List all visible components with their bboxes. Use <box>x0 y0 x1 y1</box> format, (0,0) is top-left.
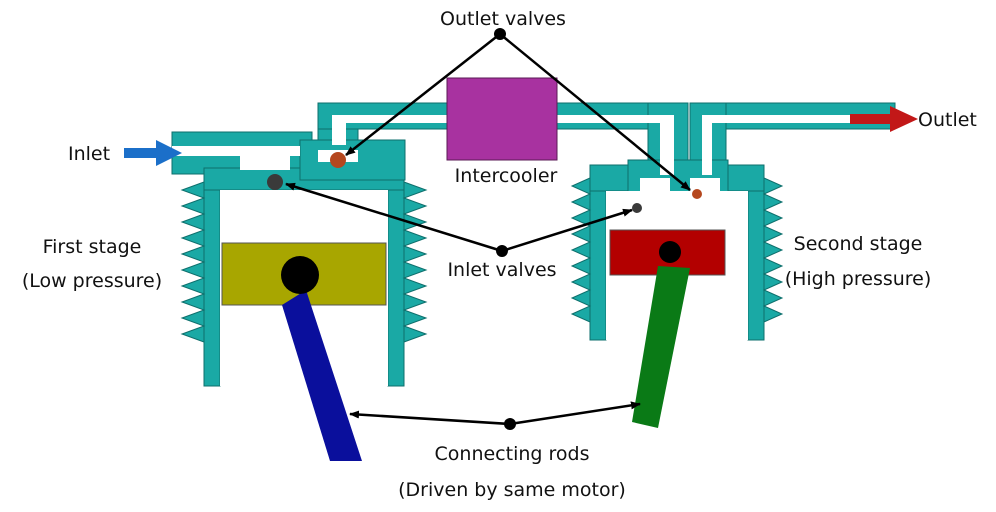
second-stage-sublabel: (High pressure) <box>785 268 932 290</box>
first-stage-connecting-rod <box>282 290 362 461</box>
second-stage-cooling-fins-left <box>570 177 592 323</box>
first-stage-inlet-valve <box>267 174 283 190</box>
first-stage-sublabel: (Low pressure) <box>22 270 162 292</box>
inlet-valves-pointer-left <box>285 182 503 253</box>
inlet-valves-pointer-origin <box>496 245 508 257</box>
second-stage-label: Second stage <box>794 233 923 255</box>
second-stage-wrist-pin <box>659 241 681 263</box>
outlet-arrow-icon <box>850 106 918 132</box>
second-stage-inlet-valve <box>632 203 642 213</box>
second-stage-outlet-valve <box>692 189 702 199</box>
inlet-valves-label: Inlet valves <box>447 259 556 281</box>
first-stage-wrist-pin <box>281 256 319 294</box>
outlet-valves-pointer-right <box>499 33 691 191</box>
second-stage-connecting-rod <box>632 266 690 428</box>
connecting-rods-pointer-left <box>349 410 511 426</box>
outlet-valves-label: Outlet valves <box>440 8 566 30</box>
outlet-label: Outlet <box>918 109 977 131</box>
intercooler-box <box>446 77 558 161</box>
connecting-rods-pointer-origin <box>504 418 516 430</box>
outlet-valves-pointer-origin <box>494 28 506 40</box>
inlet-valves-pointer-right <box>501 208 633 253</box>
intercooler-label: Intercooler <box>455 165 558 187</box>
first-stage-cooling-fins-left <box>180 181 206 343</box>
pointer-lines <box>285 33 691 426</box>
outlet-valves-pointer-left <box>345 33 501 156</box>
inlet-arrow-icon <box>124 140 182 166</box>
first-stage-cylinder <box>203 139 406 387</box>
connecting-rods-label: Connecting rods <box>435 443 590 465</box>
first-stage-outlet-valve <box>330 152 346 168</box>
inlet-label: Inlet <box>68 143 110 165</box>
connecting-rods-sublabel: (Driven by same motor) <box>398 479 626 501</box>
first-stage-label: First stage <box>43 236 142 258</box>
first-stage-cooling-fins-right <box>402 181 428 343</box>
second-stage-cooling-fins-right <box>762 177 784 323</box>
connecting-rods-pointer-right <box>509 401 641 426</box>
